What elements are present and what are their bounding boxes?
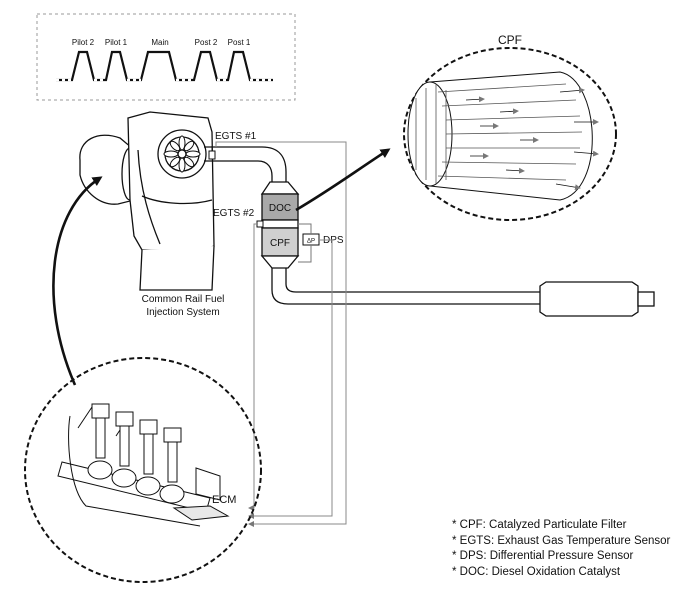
- cpf-block: [261, 227, 299, 257]
- egts2-label: EGTS #2: [213, 208, 255, 219]
- pulse-label-post2: Post 2: [195, 38, 218, 47]
- injector-1: [87, 403, 113, 480]
- injection-pulse-waveform: [56, 50, 273, 82]
- cpf-honeycomb: [407, 71, 599, 201]
- legend-item-egts: * EGTS: Exhaust Gas Temperature Sensor: [452, 534, 671, 547]
- injector-3: [135, 419, 161, 496]
- legend-item-cpf: * CPF: Catalyzed Particulate Filter: [452, 519, 627, 531]
- pulse-label-main: Main: [151, 38, 168, 47]
- common-rail-assembly: [57, 403, 230, 527]
- injector-4: [159, 427, 185, 504]
- oil-pan: [139, 245, 215, 291]
- engine-illustration: [79, 111, 215, 291]
- ecm-label: ECM: [212, 494, 236, 506]
- egts2-wire: [248, 223, 257, 511]
- dps-label: DPS: [323, 235, 344, 246]
- legend-item-dps: * DPS: Differential Pressure Sensor: [452, 550, 634, 562]
- egts1-label: EGTS #1: [215, 131, 257, 142]
- tail-pipe: [271, 268, 540, 305]
- cpf-channels: [415, 83, 583, 184]
- injector-detail-circle: [24, 357, 262, 583]
- fuel-line: [68, 415, 201, 527]
- cpf-detail-title: CPF: [498, 33, 522, 47]
- cpf-detail: [403, 47, 617, 221]
- injector-to-engine-arrow: [52, 176, 103, 386]
- egts1-wire: [215, 141, 347, 527]
- canister-spacer: [261, 219, 299, 229]
- dps-wire: [248, 239, 333, 519]
- canister-inlet-cone: [260, 181, 300, 195]
- canister-outlet-cone: [260, 255, 300, 269]
- pulse-panel-border: [36, 13, 296, 101]
- exhaust-pipe-upper: [204, 146, 287, 182]
- aftertreatment-canister: [260, 181, 300, 269]
- sensor-wiring: [215, 141, 347, 527]
- legend: * CPF: Catalyzed Particulate Filter * EG…: [452, 518, 670, 580]
- muffler: [539, 281, 655, 317]
- turbo-hub: [177, 149, 187, 159]
- ecm-box: [172, 505, 230, 521]
- cpf-detail-circle: [403, 47, 617, 221]
- engine-label-line1: Common Rail Fuel: [142, 294, 225, 305]
- cpf-core-face: [407, 81, 453, 187]
- cpf-label: CPF: [270, 238, 290, 249]
- dps-delta-p: ΔP: [307, 239, 315, 245]
- injector-detail: [24, 357, 262, 583]
- engine-belt: [137, 149, 161, 245]
- engine-contour: [141, 195, 213, 205]
- pulse-label-post1: Post 1: [228, 38, 251, 47]
- pulse-label-pilot2: Pilot 2: [72, 38, 95, 47]
- engine-label-line2: Injection System: [146, 307, 219, 318]
- legend-item-doc: * DOC: Diesel Oxidation Catalyst: [452, 565, 621, 578]
- egts2-sensor: [256, 220, 264, 228]
- canister-to-cpf-detail-arrow: [295, 148, 391, 212]
- doc-label: DOC: [269, 203, 291, 214]
- injector-2: [111, 411, 137, 488]
- pump: [195, 467, 221, 501]
- turbo-blades: [163, 135, 201, 173]
- egts1-sensor: [208, 146, 216, 160]
- injection-pulse-panel: Pilot 2 Pilot 1 Main Post 2 Post 1: [36, 13, 296, 101]
- common-rail: [57, 461, 211, 513]
- cpf-flow-arrows: [465, 87, 599, 191]
- pulse-label-pilot1: Pilot 1: [105, 38, 128, 47]
